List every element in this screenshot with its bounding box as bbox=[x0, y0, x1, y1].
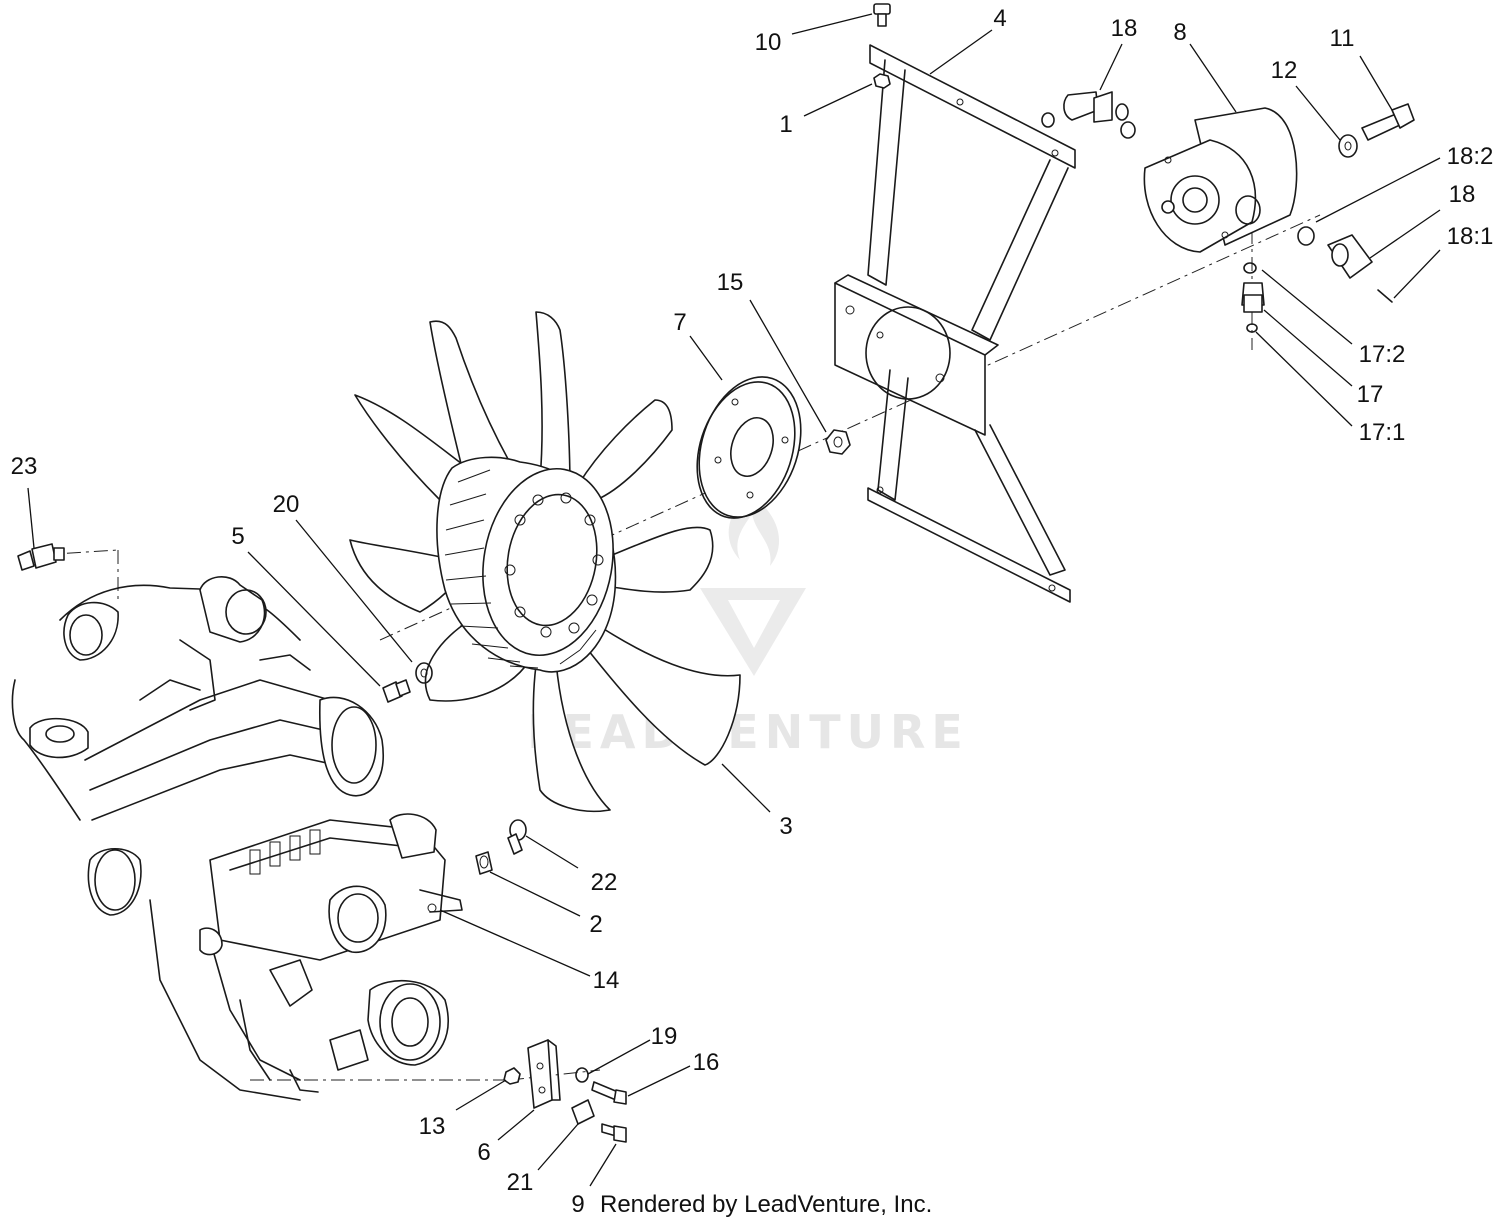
callout-14: 14 bbox=[593, 967, 620, 994]
callout-7: 7 bbox=[673, 309, 686, 336]
bolt-5 bbox=[382, 679, 411, 703]
fan-spacer-7 bbox=[696, 376, 802, 519]
callout-8: 8 bbox=[1173, 19, 1186, 46]
washer-19 bbox=[575, 1067, 589, 1083]
fitting-17 bbox=[1241, 262, 1265, 333]
callout-23: 23 bbox=[11, 453, 38, 480]
callout-18-lower: 18 bbox=[1449, 181, 1476, 208]
fitting-22 bbox=[507, 819, 527, 855]
callout-15: 15 bbox=[717, 269, 744, 296]
engine bbox=[11, 576, 463, 1101]
callout-20: 20 bbox=[273, 491, 300, 518]
washer-12 bbox=[1338, 134, 1358, 158]
callout-12: 12 bbox=[1271, 57, 1298, 84]
callout-16: 16 bbox=[693, 1049, 720, 1076]
callout-11: 11 bbox=[1330, 25, 1355, 52]
callout-6: 6 bbox=[477, 1139, 490, 1166]
nut-15 bbox=[825, 429, 851, 455]
callout-1: 1 bbox=[779, 111, 792, 138]
fitting-18-lower bbox=[1297, 226, 1393, 303]
callout-17-2: 17:2 bbox=[1359, 341, 1406, 368]
nut-13 bbox=[503, 1067, 521, 1085]
fitting-2 bbox=[475, 851, 493, 875]
callout-3: 3 bbox=[779, 813, 792, 840]
sensor-23 bbox=[17, 543, 65, 571]
callout-17: 17 bbox=[1357, 381, 1384, 408]
render-credit: Rendered by LeadVenture, Inc. bbox=[600, 1191, 932, 1218]
callout-13: 13 bbox=[419, 1113, 446, 1140]
fan-bracket bbox=[834, 44, 1076, 603]
assembly-axis bbox=[39, 214, 1321, 1081]
fitting-18-upper bbox=[1041, 91, 1136, 139]
clip-21 bbox=[571, 1099, 595, 1125]
callout-19: 19 bbox=[651, 1023, 678, 1050]
bolt-9 bbox=[601, 1123, 627, 1143]
callout-18-upper: 18 bbox=[1111, 15, 1138, 42]
callout-21: 21 bbox=[507, 1169, 534, 1196]
watermark-text: LEADVENTURE bbox=[527, 705, 969, 759]
bracket-6 bbox=[527, 1039, 561, 1109]
hydraulic-pump bbox=[1143, 107, 1298, 253]
callout-2: 2 bbox=[589, 911, 602, 938]
bolt-16 bbox=[591, 1081, 627, 1105]
callout-18-2: 18:2 bbox=[1447, 143, 1494, 170]
callout-22: 22 bbox=[591, 869, 618, 896]
leader-lines bbox=[27, 13, 1441, 1187]
watermark: LEADVENTURE bbox=[527, 492, 969, 759]
callout-9: 9 bbox=[571, 1191, 584, 1218]
bolt-10 bbox=[873, 3, 891, 27]
callout-10: 10 bbox=[755, 29, 782, 56]
callout-17-1: 17:1 bbox=[1359, 419, 1406, 446]
callout-18-1: 18:1 bbox=[1447, 223, 1494, 250]
watermark-v-icon bbox=[700, 588, 806, 676]
washer-20 bbox=[415, 662, 433, 684]
callout-4: 4 bbox=[993, 5, 1006, 32]
cooling-fan bbox=[349, 311, 741, 813]
callouts: 10 4 18 8 11 12 1 18:2 18 18:1 15 7 17:2… bbox=[11, 5, 1494, 1218]
bolt-11 bbox=[1361, 103, 1415, 141]
callout-5: 5 bbox=[231, 523, 244, 550]
nut-1 bbox=[873, 73, 891, 89]
